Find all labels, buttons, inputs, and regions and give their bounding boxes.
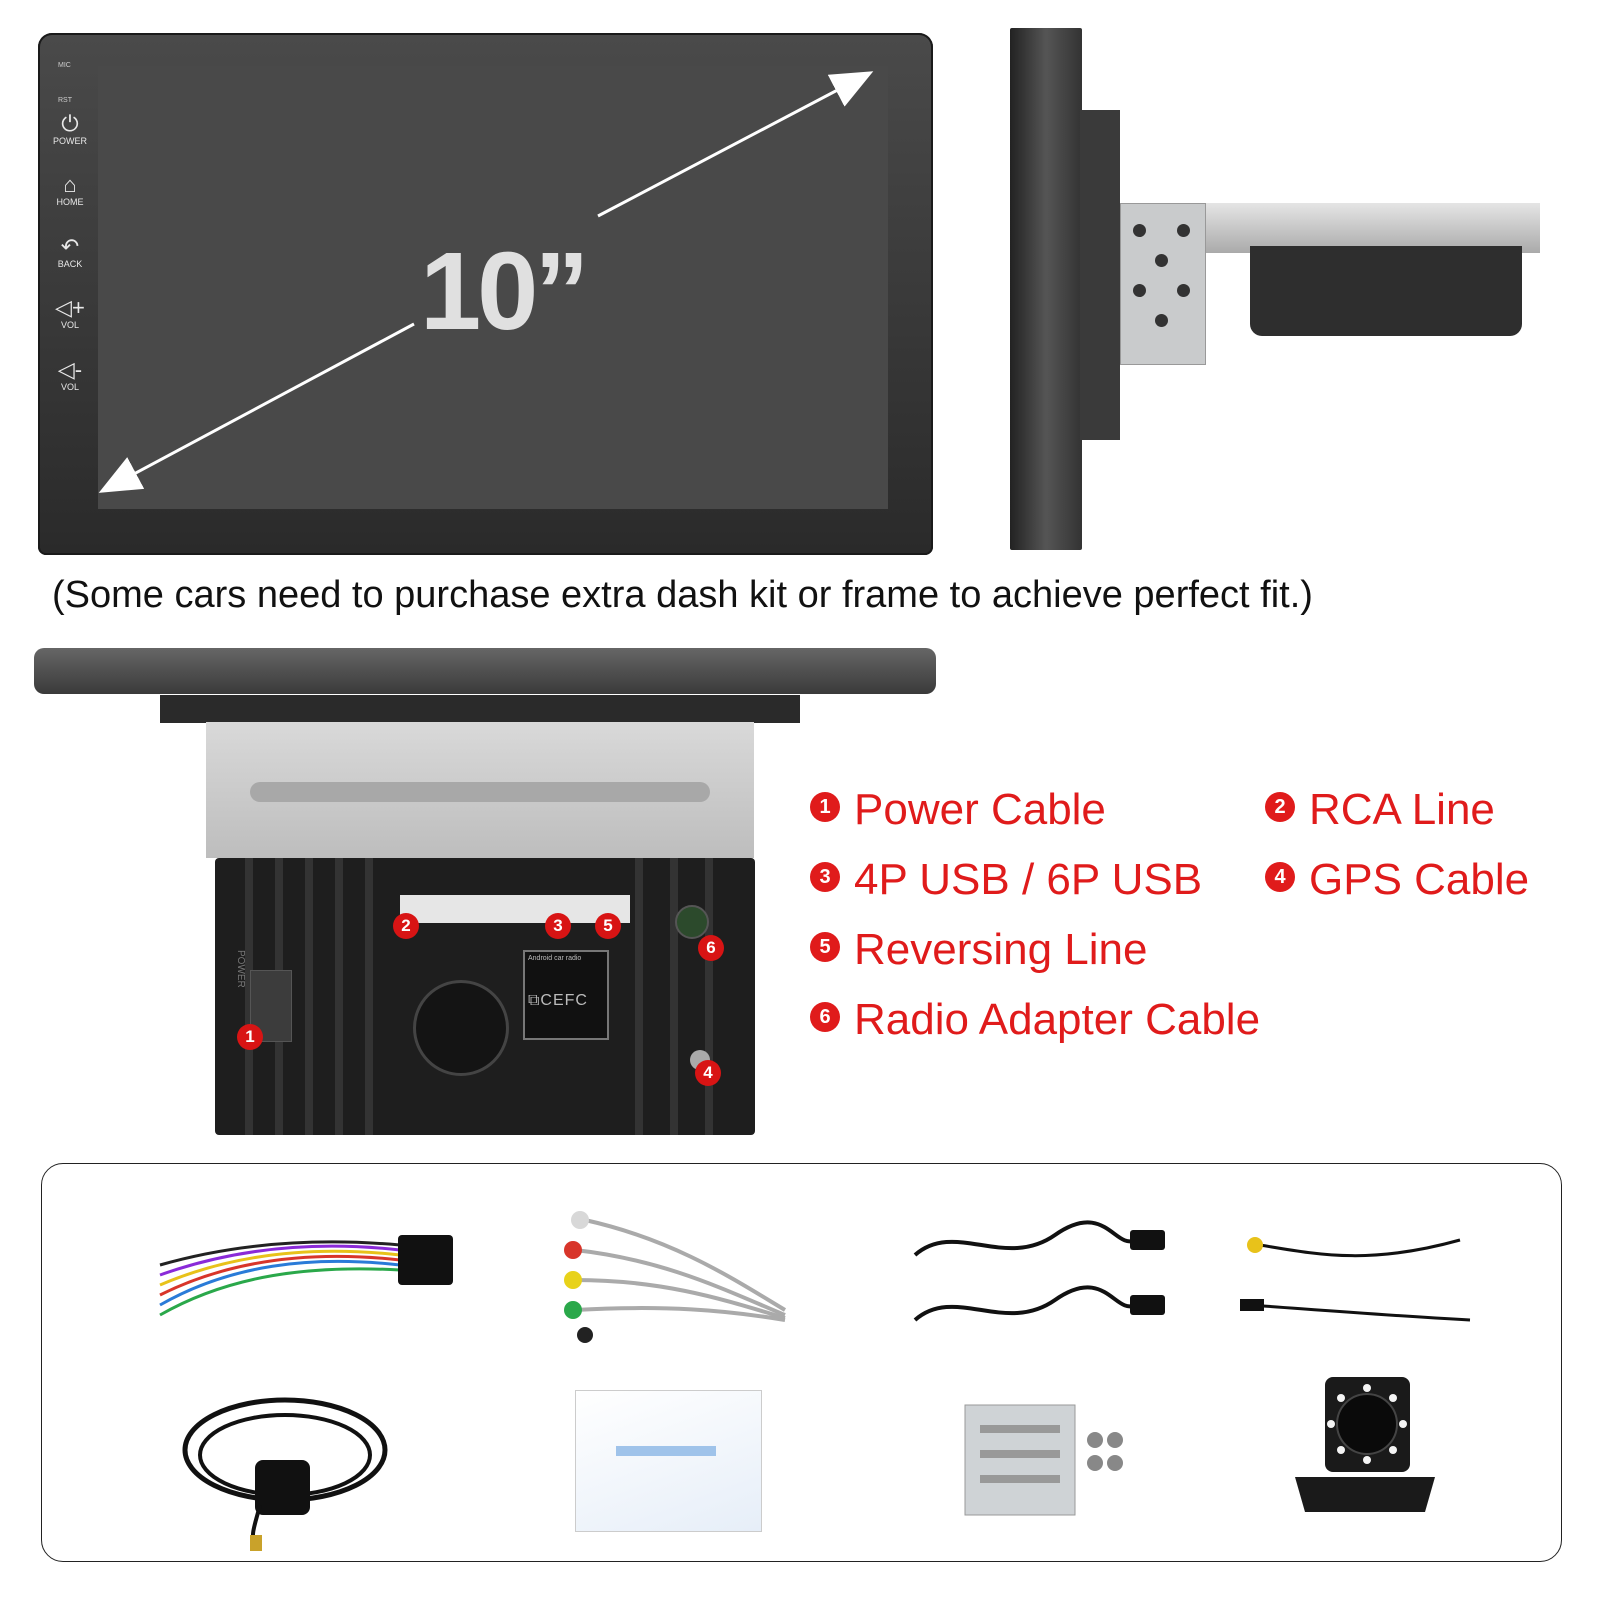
volume-up-button[interactable]: ◁+ VOL [48,295,92,331]
marker-3: 3 [545,913,571,939]
power-harness-image [159,1235,453,1317]
rear-connectors [400,895,630,923]
power-icon: ⏻ [61,111,79,136]
marker-5: 5 [595,913,621,939]
home-button[interactable]: ⌂ HOME [48,172,92,208]
reversing-and-adapter-cables-image [1240,1237,1471,1322]
power-label: POWER [52,136,87,146]
rst-label: RST [58,97,72,104]
head-unit-side-bezel [1010,28,1082,550]
gps-antenna-image [182,1397,388,1551]
mic-label: MIC [58,62,71,69]
marker-6: 6 [698,935,724,961]
mounting-brackets-image [964,1404,1123,1516]
certification-marks: ⧉CEFC [528,992,588,1009]
diagonal-arrow [98,71,874,493]
fit-notice: (Some cars need to purchase extra dash k… [52,574,1313,616]
marker-4: 4 [695,1060,721,1086]
head-unit-top-bezel [34,648,936,694]
volume-down-icon: ◁- [57,357,83,382]
volume-down-label: VOL [60,382,79,392]
home-icon: ⌂ [63,172,77,197]
side-frame [1080,110,1120,440]
volume-up-label: VOL [60,320,79,330]
mounting-bracket-side [1120,203,1206,365]
backup-camera-image [1295,1377,1435,1512]
chassis-side [1250,246,1522,336]
home-label: HOME [56,197,84,207]
cooling-fan [413,980,509,1076]
touch-screen[interactable] [98,66,888,509]
volume-up-icon: ◁+ [55,295,85,320]
usb-cables-image [913,1220,1165,1322]
top-tray [160,695,800,723]
power-port-label: POWER [235,950,246,988]
cage-slot [250,782,710,802]
power-button[interactable]: ⏻ POWER [48,111,92,147]
volume-down-button[interactable]: ◁- VOL [48,357,92,393]
user-manual-image [575,1390,762,1532]
back-button[interactable]: ↶ BACK [48,234,92,270]
marker-2: 2 [393,913,419,939]
radio-antenna-port [675,905,709,939]
rca-cable-image [564,1211,787,1343]
label-title: Android car radio [528,955,582,962]
screen-size-label: 10” [420,230,589,353]
marker-1: 1 [237,1024,263,1050]
back-label: BACK [57,259,83,269]
back-icon: ↶ [60,234,80,259]
product-label: Android car radio ⧉CEFC [523,950,609,1040]
